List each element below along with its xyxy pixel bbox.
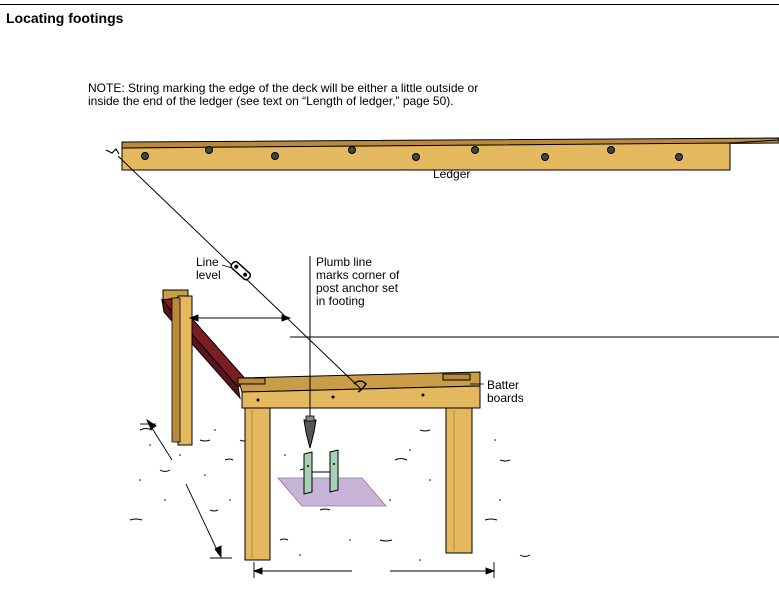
line-level-leader (221, 264, 233, 269)
corner-stake (237, 377, 271, 561)
ground-dots (139, 424, 501, 561)
ground-texture (129, 428, 531, 557)
plumb-line-label: Plumb line marks corner of post anchor s… (316, 256, 399, 308)
post-anchor (303, 449, 339, 495)
note-text: NOTE: String marking the edge of the dec… (88, 81, 479, 108)
plumb-line-label-line4: in footing (316, 294, 365, 308)
front-batter-board (237, 371, 481, 409)
line-level-label-line2: level (196, 268, 221, 282)
string-tie (105, 148, 120, 155)
dimension-side (140, 418, 232, 559)
ledger-board (121, 137, 779, 171)
line-level-icon (230, 260, 252, 281)
plumb-line-label-line3: post anchor set (316, 281, 399, 295)
top-rule (0, 4, 779, 5)
line-level-label: Line level (196, 256, 221, 282)
batter-boards-label: Batter boards (487, 379, 524, 405)
string-knot (353, 380, 367, 393)
page-title: Locating footings (6, 10, 124, 26)
batter-boards-label-line2: boards (487, 391, 524, 405)
ledger-bolts (141, 146, 683, 161)
right-stake (442, 373, 473, 554)
ledger-label: Ledger (433, 167, 471, 181)
plumb-line-label-line1: Plumb line (316, 255, 373, 269)
batter-boards-label-line1: Batter (487, 378, 520, 392)
plumb-bob-icon (303, 415, 317, 449)
left-stake (162, 289, 193, 446)
plumb-line-label-line2: marks corner of (316, 268, 400, 282)
dimension-top (188, 314, 292, 322)
line-level-label-line1: Line (196, 255, 219, 269)
dimension-bottom (252, 562, 496, 578)
